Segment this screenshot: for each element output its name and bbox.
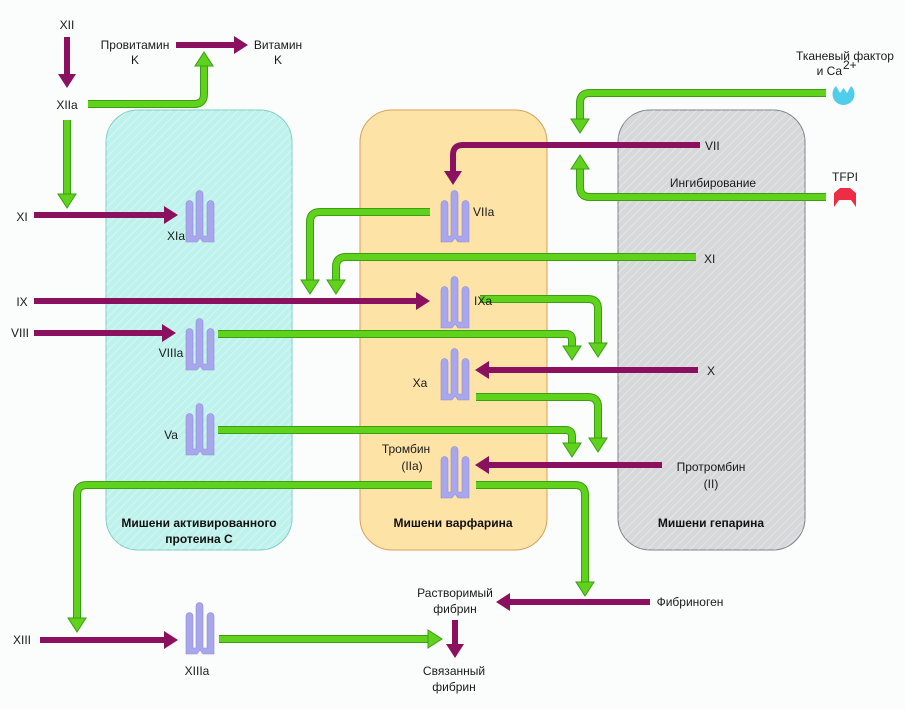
arrow-xii-to-xiia bbox=[58, 37, 76, 88]
label-xi-right: XI bbox=[704, 252, 715, 266]
label-soluble-fibrin-line1: Растворимый bbox=[417, 586, 493, 600]
label-xi-left: XI bbox=[16, 210, 27, 224]
arrow-xi-to-xia bbox=[34, 206, 178, 224]
arrow-viii-to-viiia bbox=[34, 324, 176, 342]
label-xa: Xa bbox=[413, 376, 428, 390]
arrow-soluble-to-bound-fibrin bbox=[446, 620, 464, 658]
arrow-xiia-to-xi bbox=[57, 120, 77, 209]
label-vii: VII bbox=[705, 139, 720, 153]
arrow-viiia-to-x bbox=[218, 330, 582, 361]
arrow-thrombin-to-xiii bbox=[67, 481, 432, 633]
molecule-xiiia-icon bbox=[185, 602, 215, 655]
label-ix: IX bbox=[16, 295, 27, 309]
label-soluble-fibrin-line2: фибрин bbox=[433, 602, 476, 616]
arrow-vii-to-viia bbox=[444, 142, 700, 185]
arrow-xiiia-to-fibrin bbox=[219, 629, 443, 649]
label-tfpi: TFPI bbox=[832, 170, 858, 184]
label-inhibition: Ингибирование bbox=[670, 176, 757, 190]
label-vitamin-k-line2: K bbox=[274, 53, 282, 67]
arrow-xiia-to-vitamin-k bbox=[88, 51, 214, 108]
molecule-va-icon bbox=[185, 403, 215, 456]
arrow-x-to-xa bbox=[475, 361, 698, 379]
label-thrombin-line2: (IIa) bbox=[401, 459, 422, 473]
label-prothrombin-line1: Протромбин bbox=[677, 460, 746, 474]
panel-heparin: Мишени гепарина bbox=[617, 109, 806, 551]
molecule-xia-icon bbox=[185, 190, 215, 243]
arrow-ix-to-ixa bbox=[34, 292, 430, 310]
arrow-va-to-prothrombin bbox=[218, 426, 582, 458]
label-viii: VIII bbox=[11, 326, 29, 340]
arrow-provitamin-to-vitamin-k bbox=[176, 36, 248, 54]
arrow-tfpi-inhibition bbox=[570, 154, 826, 201]
label-xiii: XIII bbox=[13, 633, 31, 647]
molecules-layer bbox=[185, 190, 470, 655]
label-xiia: XIIa bbox=[56, 98, 78, 112]
molecule-ixa-icon bbox=[440, 276, 470, 329]
label-va: Va bbox=[164, 428, 178, 442]
molecule-viia-icon bbox=[440, 190, 470, 243]
molecule-thrombin-icon bbox=[440, 446, 470, 499]
label-thrombin-line1: Тромбин bbox=[382, 442, 430, 456]
label-provitamin-k-line1: Провитамин bbox=[101, 38, 170, 52]
arrow-xi-to-ix bbox=[326, 253, 696, 295]
panel-title-protein-c-line2: протеина С bbox=[165, 532, 233, 546]
panel-title-heparin: Мишени гепарина bbox=[658, 516, 765, 530]
label-bound-fibrin-line1: Связанный bbox=[423, 664, 485, 678]
panel-title-protein-c-line1: Мишени активированного bbox=[121, 516, 276, 530]
label-tissue-factor-line1: Тканевый фактор bbox=[796, 49, 894, 63]
arrow-fibrinogen-to-soluble-fibrin bbox=[496, 593, 650, 611]
arrow-prothrombin-to-thrombin bbox=[475, 456, 662, 474]
molecule-viiia-icon bbox=[185, 318, 215, 371]
label-viia: VIIa bbox=[473, 205, 495, 219]
tfpi-icon bbox=[834, 188, 856, 207]
label-fibrinogen: Фибриноген bbox=[657, 595, 724, 609]
molecule-xa-icon bbox=[440, 348, 470, 401]
label-bound-fibrin-line2: фибрин bbox=[432, 680, 475, 694]
arrow-tissue-factor-to-vii bbox=[570, 89, 826, 134]
label-xia: XIa bbox=[167, 229, 185, 243]
arrows-layer bbox=[34, 36, 826, 658]
label-x: X bbox=[707, 364, 715, 378]
arrow-xa-to-prothrombin bbox=[476, 393, 608, 453]
panel-title-warfarin: Мишени варфарина bbox=[393, 516, 512, 530]
label-viiia: VIIIa bbox=[159, 346, 184, 360]
tissue-factor-icon bbox=[832, 86, 855, 106]
label-provitamin-k-line2: K bbox=[131, 53, 139, 67]
label-ixa: IXa bbox=[474, 294, 492, 308]
label-tissue-factor-superscript: 2+ bbox=[843, 58, 857, 72]
arrow-viia-to-ix bbox=[300, 208, 430, 295]
arrow-ixa-to-x bbox=[480, 295, 608, 358]
label-tissue-factor-line2: и Ca bbox=[817, 64, 843, 78]
label-xii: XII bbox=[60, 18, 75, 32]
label-prothrombin-line2: (II) bbox=[704, 477, 719, 491]
arrow-xiii-to-xiiia bbox=[40, 631, 178, 649]
arrow-thrombin-to-fibrinogen bbox=[476, 481, 595, 597]
label-vitamin-k-line1: Витамин bbox=[254, 38, 302, 52]
label-xiiia: XIIIa bbox=[185, 664, 210, 678]
